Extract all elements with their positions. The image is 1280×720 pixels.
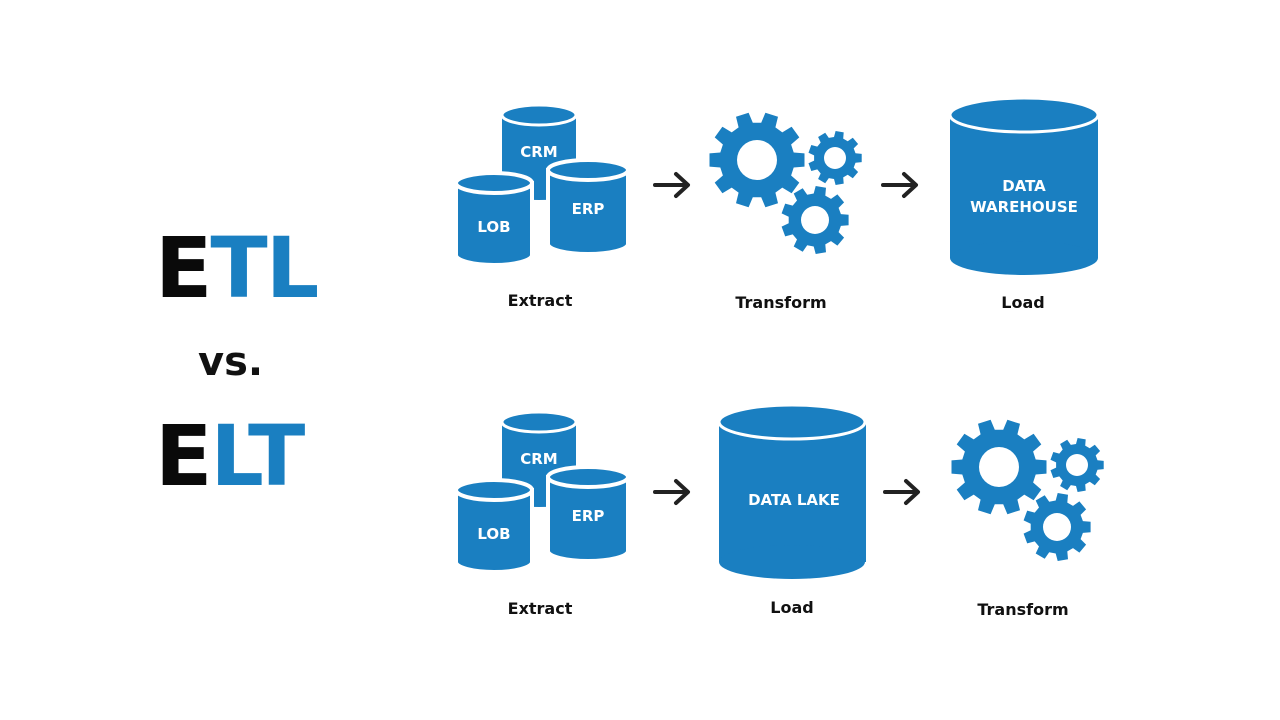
vs-label: vs. [198, 339, 264, 385]
etl-crm-database-icon: CRM [500, 103, 578, 200]
etl-large-gear-icon [709, 112, 805, 208]
data-lake-label: DATA LAKE [748, 491, 840, 509]
elt-erp-label: ERP [572, 507, 605, 525]
etl-arrow-1-icon [653, 172, 690, 198]
etl-crm-label: CRM [520, 143, 558, 161]
etl-erp-label: ERP [572, 200, 605, 218]
elt-gears-icon [951, 419, 1104, 561]
etl-small-gear-icon [808, 131, 862, 185]
elt-arrow-2-icon [883, 479, 920, 505]
elt-small-gear-icon [1050, 438, 1104, 492]
elt-source-databases: CRM LOB ERP [454, 410, 630, 574]
elt-lob-database-icon: LOB [454, 478, 534, 574]
elt-title: ELT [155, 414, 320, 498]
etl-medium-gear-icon [781, 186, 849, 254]
etl-lob-database-icon: LOB [454, 171, 534, 267]
elt-extract-label: Extract [507, 599, 573, 618]
elt-lob-label: LOB [477, 525, 510, 543]
elt-erp-database-icon: ERP [546, 465, 630, 563]
warehouse-label-line2: WAREHOUSE [970, 198, 1078, 216]
elt-medium-gear-icon [1023, 493, 1091, 561]
etl-transform-label: Transform [735, 293, 827, 312]
elt-title-rest: LT [210, 407, 305, 505]
etl-extract-label: Extract [507, 291, 573, 310]
etl-erp-database-icon: ERP [546, 158, 630, 256]
data-lake-database-icon: DATA LAKE [717, 403, 867, 579]
warehouse-label-line1: DATA [1002, 177, 1046, 195]
elt-title-first-letter: E [155, 407, 212, 505]
etl-load-label: Load [1001, 293, 1045, 312]
etl-title-first-letter: E [155, 219, 212, 317]
etl-lob-label: LOB [477, 218, 510, 236]
etl-arrow-2-icon [881, 172, 918, 198]
data-warehouse-database-icon: DATA WAREHOUSE [948, 96, 1100, 275]
elt-load-label: Load [770, 598, 814, 617]
elt-large-gear-icon [951, 419, 1047, 515]
elt-crm-label: CRM [520, 450, 558, 468]
etl-title: ETL [155, 226, 320, 310]
elt-transform-label: Transform [977, 600, 1069, 619]
etl-gears-icon [709, 112, 862, 254]
etl-title-rest: TL [210, 219, 319, 317]
etl-source-databases: CRM LOB ERP [454, 103, 630, 267]
elt-arrow-1-icon [653, 479, 690, 505]
